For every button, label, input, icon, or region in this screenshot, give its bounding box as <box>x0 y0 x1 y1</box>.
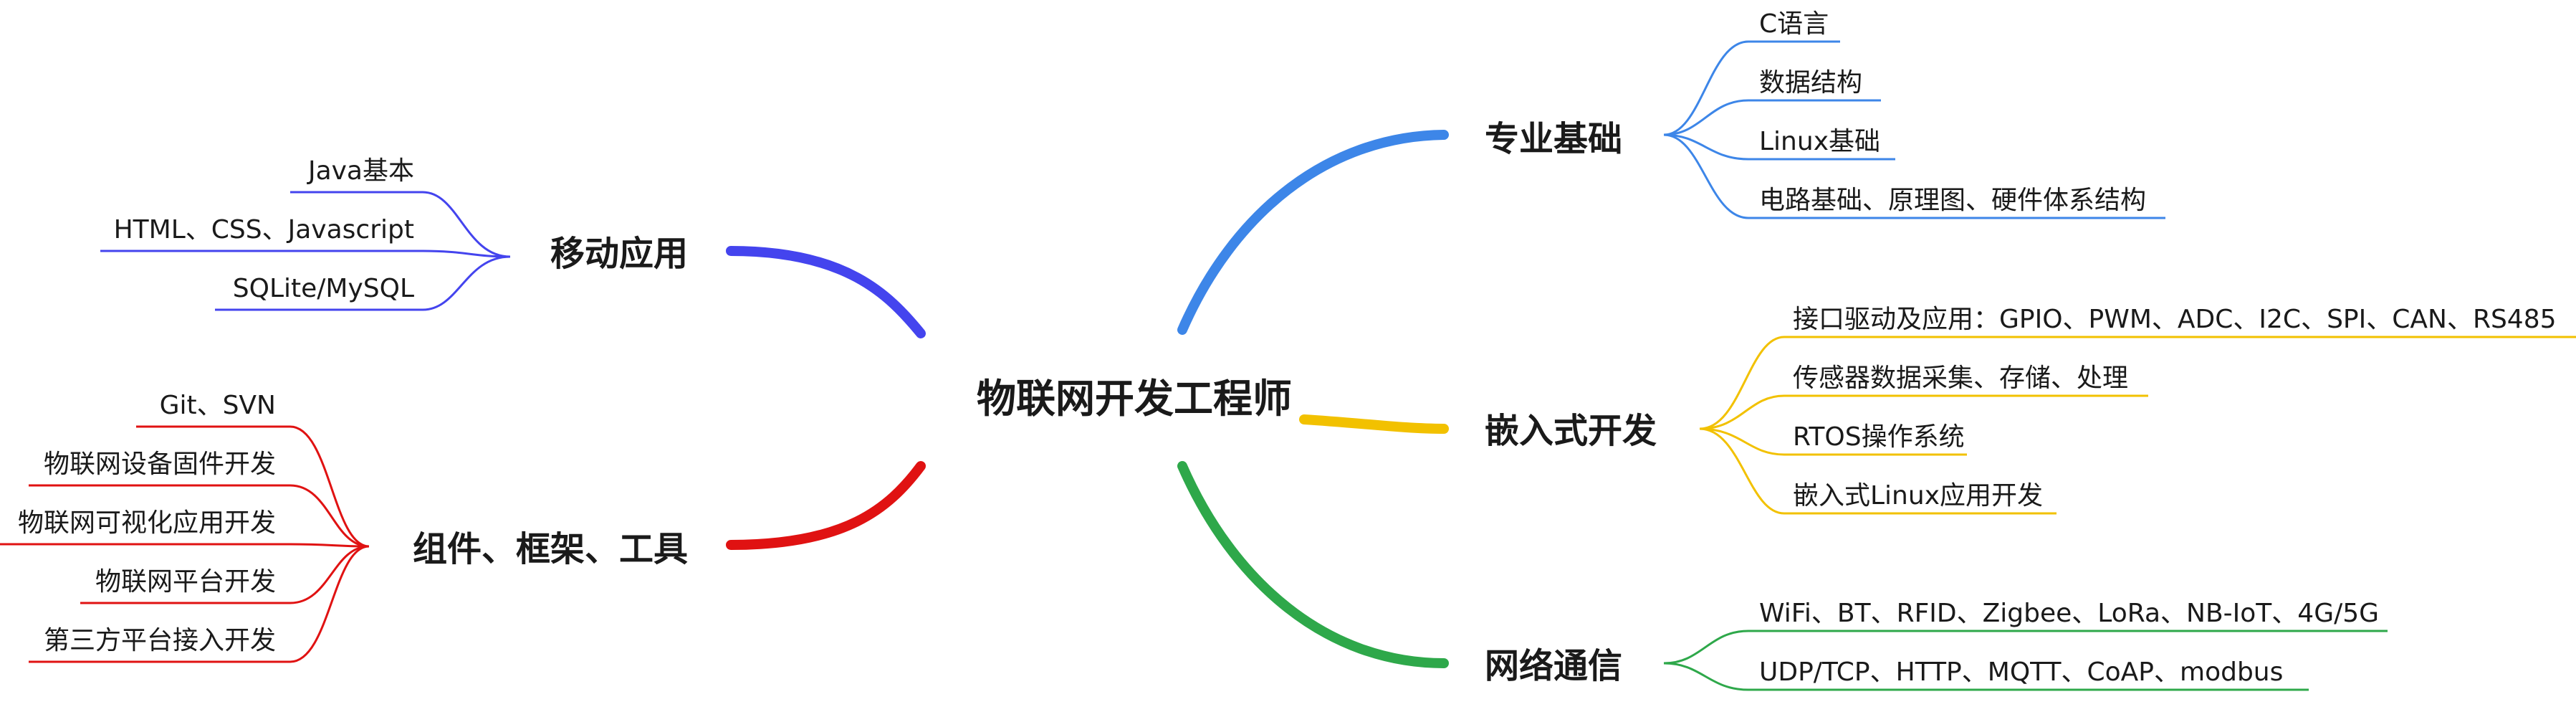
leaf-label: 第三方平台接入开发 <box>44 626 276 655</box>
connector-mobile <box>726 246 926 338</box>
leaf-label: Git、SVN <box>160 391 276 420</box>
leaf-label: SQLite/MySQL <box>233 274 414 303</box>
leaf-label: UDP/TCP、HTTP、MQTT、CoAP、modbus <box>1759 657 2283 687</box>
leaf-connector <box>1699 427 1785 456</box>
leaf-label: C语言 <box>1759 9 1829 39</box>
leaf-connector <box>1663 662 1749 691</box>
branch-embedded: 嵌入式开发 <box>1485 411 1657 451</box>
leaf-connector <box>289 545 370 604</box>
connector-components <box>726 461 926 550</box>
leaf-connector <box>422 250 511 258</box>
leaf-label: WiFi、BT、RFID、Zigbee、LoRa、NB-IoT、4G/5G <box>1759 599 2379 628</box>
leaf-connector <box>289 425 370 548</box>
leaf-connector <box>422 191 511 258</box>
leaf-label: 接口驱动及应用：GPIO、PWM、ADC、I2C、SPI、CAN、RS485 <box>1793 305 2557 334</box>
center-topic: 物联网开发工程师 <box>977 376 1292 422</box>
leaf-connector <box>1663 99 1749 136</box>
leaf-label: 传感器数据采集、存储、处理 <box>1793 364 2128 393</box>
leaf-connector <box>1663 630 1749 665</box>
leaf-connector <box>422 255 511 311</box>
leaf-label: 物联网可视化应用开发 <box>18 508 276 538</box>
leaf-connector <box>1663 40 1749 136</box>
connector-professional <box>1177 130 1449 335</box>
leaf-connector <box>289 484 370 548</box>
leaf-label: Java基本 <box>307 156 414 186</box>
connector-embedded <box>1299 414 1449 434</box>
leaf-connector <box>1699 336 1785 430</box>
leaf-label: 数据结构 <box>1759 68 1862 98</box>
leaf-label: RTOS操作系统 <box>1793 422 1965 452</box>
connector-network <box>1177 461 1449 668</box>
leaf-connector <box>289 545 370 663</box>
leaf-group-embedded: 接口驱动及应用：GPIO、PWM、ADC、I2C、SPI、CAN、RS485 传… <box>1699 305 2576 515</box>
leaf-group-network: WiFi、BT、RFID、Zigbee、LoRa、NB-IoT、4G/5G UD… <box>1663 599 2388 691</box>
leaf-group-professional: C语言 数据结构 Linux基础 电路基础、原理图、硬件体系结构 <box>1663 9 2165 219</box>
branch-components: 组件、框架、工具 <box>413 529 688 569</box>
leaf-connector <box>1699 427 1785 515</box>
leaf-label: Linux基础 <box>1759 127 1880 156</box>
leaf-label: HTML、CSS、Javascript <box>114 215 414 244</box>
leaf-group-mobile: Java基本 HTML、CSS、Javascript SQLite/MySQL <box>100 156 511 311</box>
leaf-label: 电路基础、原理图、硬件体系结构 <box>1759 186 2146 215</box>
branch-network: 网络通信 <box>1485 646 1622 686</box>
leaf-connector <box>1663 133 1749 161</box>
branch-mobile: 移动应用 <box>550 234 688 274</box>
leaf-label: 物联网设备固件开发 <box>44 450 276 479</box>
leaf-connector <box>1699 394 1785 430</box>
leaf-label: 嵌入式Linux应用开发 <box>1793 481 2043 511</box>
leaf-group-components: Git、SVN 物联网设备固件开发 物联网可视化应用开发 物联网平台开发 第三方… <box>0 391 370 663</box>
branch-professional: 专业基础 <box>1485 119 1622 159</box>
leaf-connector <box>289 543 370 548</box>
leaf-connector <box>1663 133 1749 219</box>
leaf-label: 物联网平台开发 <box>95 567 276 597</box>
